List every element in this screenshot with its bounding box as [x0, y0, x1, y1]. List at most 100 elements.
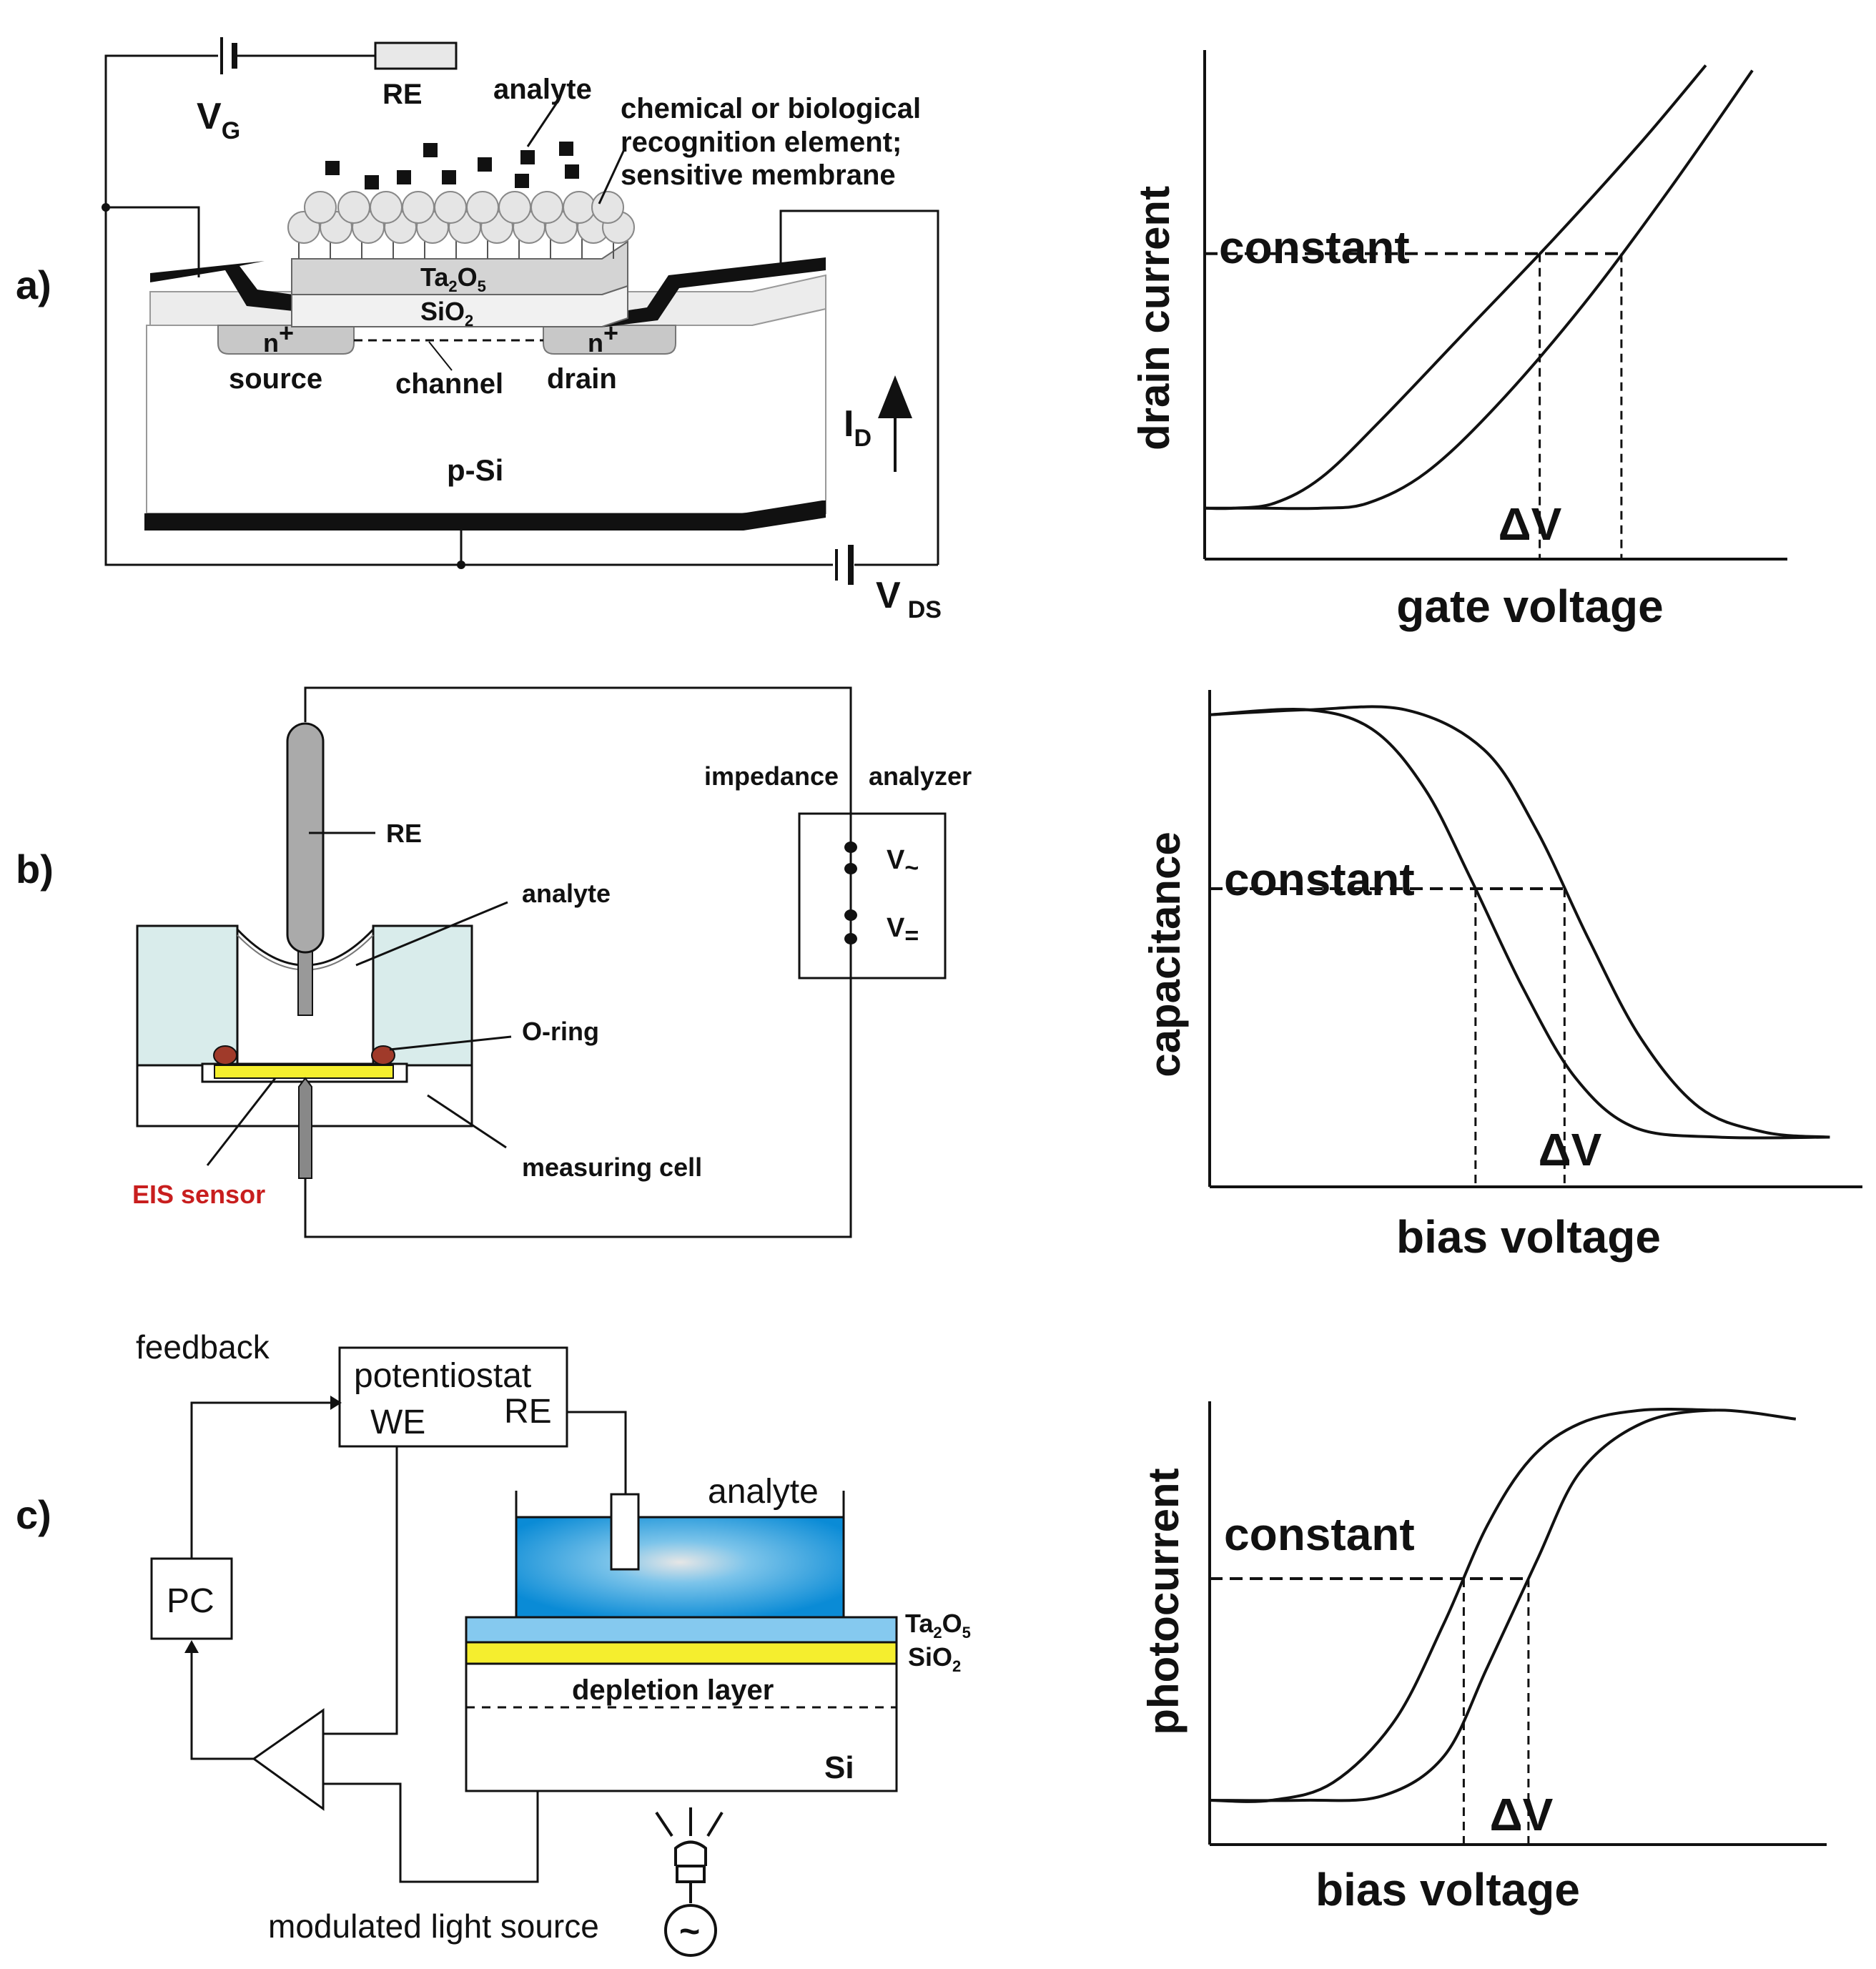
sio2-layer-c	[465, 1641, 898, 1665]
vg-battery-symbol	[220, 37, 237, 74]
measuring-cell-label: measuring cell	[522, 1153, 702, 1182]
analyte-solution	[516, 1517, 844, 1617]
panel-c-letter: c)	[16, 1492, 51, 1537]
drain-label: drain	[547, 363, 617, 395]
v-ac-label: V~	[887, 845, 919, 882]
impedance-analyzer-box	[798, 812, 947, 979]
recognition-label-line2: recognition element;	[621, 127, 902, 158]
eis-sensor-chip	[214, 1065, 394, 1079]
depletion-layer-label: depletion layer	[572, 1674, 774, 1706]
chart-a-delta-v-label: ΔV	[1499, 498, 1562, 550]
drain-current-arrow-head	[878, 375, 912, 418]
chart-c-delta-v-label: ΔV	[1490, 1789, 1554, 1840]
pc-input-arrow-head	[184, 1640, 199, 1653]
chart-b-ylabel: capacitance	[1141, 831, 1189, 1077]
o-ring-left	[213, 1045, 237, 1065]
measuring-cell-leader	[427, 1094, 507, 1149]
chart-a-xlabel: gate voltage	[1396, 581, 1663, 632]
analyte-square	[520, 150, 535, 164]
reference-electrode-a	[374, 41, 458, 70]
receptor-ball	[466, 191, 499, 224]
re-electrode-c	[610, 1493, 640, 1571]
re-label-a: RE	[382, 79, 423, 110]
chart-b-capacitance: capacitance bias voltage constant ΔV	[1141, 690, 1862, 1263]
terminal-dot	[844, 842, 857, 853]
source-label: source	[229, 363, 322, 395]
receptor-ball	[498, 191, 531, 224]
source-contact	[150, 261, 293, 311]
chart-a-ylabel: drain current	[1130, 186, 1178, 450]
analyte-label-b: analyte	[522, 879, 611, 908]
cell-wall-right	[372, 924, 473, 1067]
receptor-ball	[434, 191, 467, 224]
ta2o5-gate-layer	[291, 240, 628, 295]
ta2o5-layer-c	[465, 1616, 898, 1644]
series-curve-1	[1205, 69, 1754, 510]
re-label-c: RE	[504, 1393, 552, 1431]
re-electrode-body	[286, 722, 325, 954]
series-curve-0	[1209, 1408, 1716, 1803]
receptor-ball	[530, 191, 563, 224]
vds-battery-symbol	[835, 545, 854, 585]
membrane-leader	[598, 146, 627, 204]
receptor-ball	[370, 191, 403, 224]
panel-b-eis-diagram: b) V~ V= impedance analyzer	[16, 686, 972, 1238]
sio2-label-a: SiO2	[420, 297, 473, 330]
n-plus-source-region	[217, 325, 355, 355]
channel-label: channel	[395, 368, 503, 400]
sio2-label-c: SiO2	[908, 1642, 961, 1675]
panel-a-letter: a)	[16, 262, 51, 307]
v-dc-label: V=	[887, 913, 919, 949]
series-curve-0	[1204, 64, 1707, 510]
terminal-dot	[844, 933, 857, 944]
feedback-label: feedback	[136, 1328, 270, 1366]
analyte-square	[515, 174, 529, 188]
chart-b-delta-v-label: ΔV	[1539, 1124, 1602, 1175]
p-si-label: p-Si	[447, 453, 503, 487]
o-ring-leader	[389, 1035, 512, 1051]
we-label: WE	[370, 1403, 425, 1441]
analyte-square	[478, 157, 492, 172]
panel-a-circuit	[104, 54, 939, 566]
eis-sensor-label: EIS sensor	[132, 1180, 265, 1209]
series-curve-1	[1209, 705, 1830, 1139]
analyte-square	[423, 143, 438, 157]
light-source-tilde: ~	[679, 1911, 700, 1951]
receptor-ball	[337, 191, 370, 224]
chart-c-xlabel: bias voltage	[1315, 1864, 1580, 1915]
n-plus-drain-region	[543, 325, 676, 355]
feedback-arrow-head	[330, 1396, 342, 1410]
receptor-ball	[402, 191, 435, 224]
analyte-square	[442, 170, 456, 184]
vg-label: VG	[197, 96, 240, 144]
back-contact-pin	[298, 1077, 312, 1179]
sensitive-membrane	[287, 191, 635, 259]
receptor-ball	[304, 191, 337, 224]
ta2o5-label-a: Ta2O5	[420, 262, 486, 295]
o-ring-label: O-ring	[522, 1017, 599, 1046]
analyte-label-c: analyte	[708, 1473, 819, 1511]
receptor-ball	[591, 191, 624, 224]
re-electrode-shaft	[297, 943, 313, 1016]
cell-wall-left	[136, 924, 239, 1067]
chart-a-constant-label: constant	[1219, 222, 1410, 273]
analyte-square	[559, 142, 573, 156]
panel-c-circuit	[190, 1401, 627, 1883]
chart-c-photocurrent: photocurrent bias voltage constant ΔV	[1140, 1401, 1827, 1915]
series-curve-0	[1209, 708, 1830, 1140]
chart-c-constant-label: constant	[1224, 1509, 1415, 1560]
analyzer-label: analyzer	[869, 761, 972, 791]
si-substrate-c	[465, 1662, 898, 1792]
recognition-label-line3: sensitive membrane	[621, 159, 896, 191]
pc-label: PC	[167, 1582, 214, 1620]
potentiostat-box	[338, 1346, 568, 1448]
chart-c-ylabel: photocurrent	[1140, 1468, 1188, 1734]
ta2o5-label-c: Ta2O5	[905, 1609, 971, 1642]
series-curve-1	[1209, 1408, 1797, 1802]
analyte-leader-a	[526, 103, 558, 147]
si-label-c: Si	[824, 1750, 854, 1785]
analyte-molecules	[325, 142, 579, 189]
